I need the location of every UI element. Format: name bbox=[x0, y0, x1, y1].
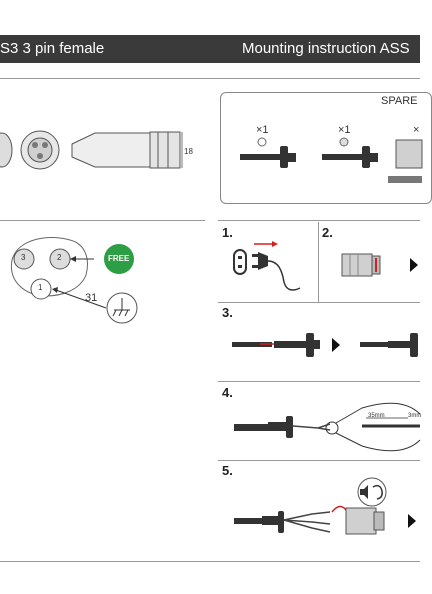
pin-1-label: 1 bbox=[38, 283, 43, 292]
step-1-unplug-drawing bbox=[233, 241, 301, 291]
step-5-assemble-drawing bbox=[234, 477, 416, 535]
end-length-label: 3mm bbox=[408, 413, 422, 419]
divider bbox=[218, 381, 420, 382]
divider bbox=[0, 561, 420, 562]
spare-qty-seal: ×1 bbox=[338, 124, 351, 136]
pin-2-label: 2 bbox=[57, 253, 62, 262]
strip-length-label: 35mm bbox=[368, 413, 385, 419]
free-badge: FREE bbox=[108, 254, 130, 263]
spare-parts-drawing bbox=[240, 137, 423, 183]
step-3-label: 3. bbox=[222, 305, 233, 320]
divider bbox=[0, 78, 420, 79]
dimension-label: 18 bbox=[184, 147, 193, 156]
spare-qty-washer: ×1 bbox=[256, 124, 269, 136]
connector-product-drawing bbox=[0, 130, 183, 170]
divider bbox=[0, 220, 205, 221]
ground-pin-label: 31 bbox=[85, 292, 98, 304]
spare-qty-insert: × bbox=[413, 124, 420, 136]
step-4-strip-drawing bbox=[234, 402, 421, 452]
step-2-insert-drawing bbox=[341, 253, 418, 277]
spare-title: SPARE bbox=[381, 95, 418, 107]
step-3-seal-drawing bbox=[232, 333, 418, 357]
product-title: S3 3 pin female bbox=[0, 40, 105, 57]
divider bbox=[218, 302, 420, 303]
step-2-label: 2. bbox=[322, 225, 333, 240]
divider bbox=[318, 222, 319, 302]
divider bbox=[218, 220, 420, 221]
document-title: Mounting instruction ASS bbox=[242, 40, 410, 57]
step-5-label: 5. bbox=[222, 463, 233, 478]
header-bar: S3 3 pin female Mounting instruction ASS bbox=[0, 35, 420, 63]
divider bbox=[218, 460, 420, 461]
pinout-diagram bbox=[10, 237, 138, 324]
pin-3-label: 3 bbox=[21, 253, 26, 262]
step-4-label: 4. bbox=[222, 385, 233, 400]
step-1-label: 1. bbox=[222, 225, 233, 240]
